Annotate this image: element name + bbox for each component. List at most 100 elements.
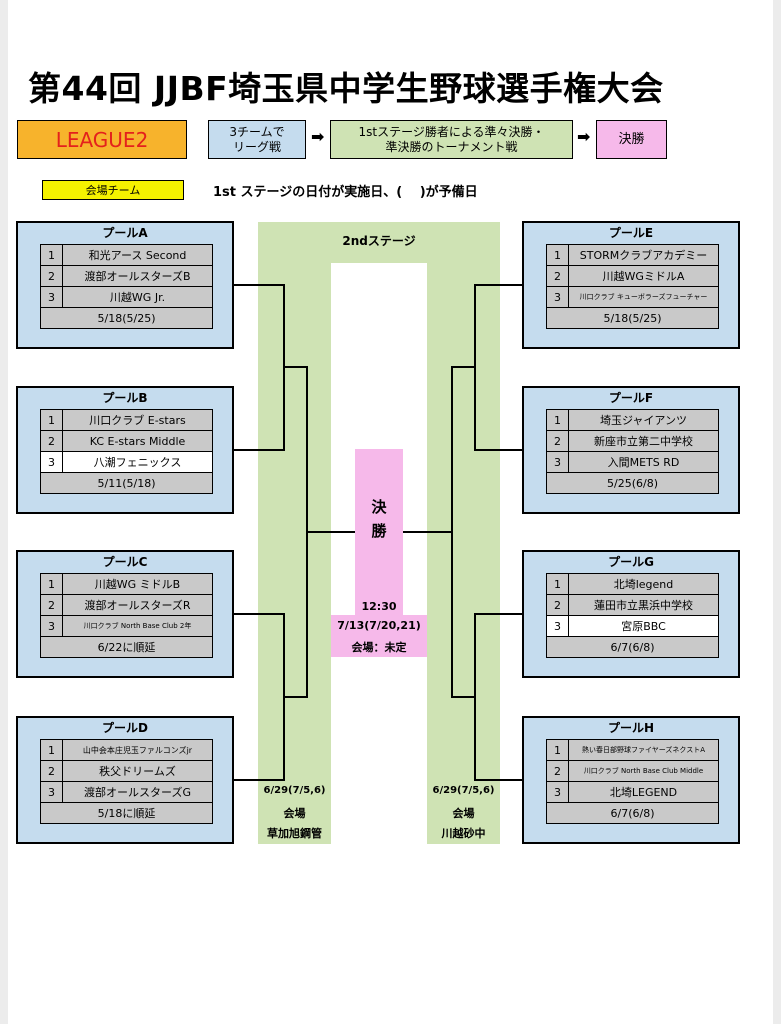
team-name: 川越WG Jr. — [109, 291, 166, 304]
pool-date: 5/18に順延 — [40, 802, 213, 824]
team-name: 渡部オールスターズB — [84, 270, 191, 283]
legend-league-stage: 3チームで リーグ戦 — [208, 120, 306, 159]
left-venue-place: 草加旭鋼管 — [267, 827, 322, 840]
bracket-line — [474, 284, 524, 286]
pool-date: 5/25(6/8) — [546, 472, 719, 494]
schedule-note: 1st ステージの日付が実施日、( )が予備日 — [213, 185, 478, 200]
team-name: 蓮田市立黒浜中学校 — [594, 599, 693, 612]
legend-final: 決勝 — [596, 120, 667, 159]
bracket-line — [283, 696, 307, 698]
bracket-line — [474, 613, 476, 781]
team-name: 川口クラブ キューボラーズフューチャー — [579, 293, 708, 301]
final-label: 決 勝 — [371, 498, 387, 540]
team-name: STORMクラブアカデミー — [579, 249, 708, 262]
team-name: 渡部オールスターズG — [84, 786, 191, 799]
final-box — [355, 449, 403, 615]
final-time: 12:30 — [361, 600, 397, 613]
venue-team-legend: 会場チーム — [42, 180, 184, 200]
left-edge — [0, 0, 8, 1024]
team-name: 川越WG ミドルB — [94, 578, 181, 591]
pool-title: プールG — [608, 555, 654, 569]
bracket-line — [451, 696, 475, 698]
bracket-line — [403, 531, 452, 533]
pool-date: 6/7(6/8) — [546, 636, 719, 658]
team-name: 北埼LEGEND — [609, 786, 678, 799]
right-edge — [773, 0, 781, 1024]
team-name: 北埼legend — [613, 578, 674, 591]
left-bracket-column — [258, 263, 331, 844]
arrow-icon: ➡ — [577, 127, 591, 146]
right-venue-place: 川越砂中 — [441, 827, 486, 840]
team-name: 川口クラブ E-stars — [89, 414, 186, 427]
pool-title: プールH — [607, 721, 655, 735]
pool-title: プールD — [102, 721, 148, 735]
pool-date: 5/11(5/18) — [40, 472, 213, 494]
team-name: 渡部オールスターズR — [84, 599, 191, 612]
pool-date: 6/7(6/8) — [546, 802, 719, 824]
right-bracket-column — [427, 263, 500, 844]
pool-title: プールC — [102, 555, 148, 569]
final-date: 7/13(7/20,21) — [337, 619, 421, 632]
bracket-line — [451, 366, 475, 368]
final-venue: 会場：未定 — [351, 641, 407, 654]
bracket-line — [474, 284, 476, 451]
final-info-box — [331, 615, 427, 657]
stage2-label: 2ndステージ — [342, 234, 416, 248]
pool-title: プールA — [102, 226, 148, 240]
pool-date: 5/18(5/25) — [40, 307, 213, 329]
legend-tournament-stage: 1stステージ勝者による準々決勝・ 準決勝のトーナメント戦 — [330, 120, 573, 159]
pool-title: プールE — [608, 226, 654, 240]
pool-date: 5/18(5/25) — [546, 307, 719, 329]
left-venue-label: 会場 — [283, 807, 306, 820]
stage2-header — [258, 222, 500, 263]
bracket-line — [474, 613, 524, 615]
pool-title: プールB — [102, 391, 148, 405]
team-name: KC E-stars Middle — [89, 434, 186, 448]
team-name: 宮原BBC — [621, 620, 666, 633]
team-name: 和光アース Second — [88, 249, 187, 262]
bracket-line — [474, 779, 524, 781]
left-venue-date: 6/29(7/5,6) — [263, 785, 326, 796]
team-name: 秩父ドリームズ — [99, 765, 176, 778]
bracket-line — [234, 449, 284, 451]
bracket-line — [474, 449, 524, 451]
bracket-line — [234, 613, 284, 615]
pool-date: 6/22に順延 — [40, 636, 213, 658]
team-name: 八潮フェニックス — [93, 456, 182, 469]
team-name: 川口クラブ North Base Club Middle — [583, 767, 704, 775]
team-name: 山中会本庄児玉ファルコンズjr — [82, 745, 193, 755]
team-name: 埼玉ジャイアンツ — [599, 414, 687, 427]
team-name: 新座市立第二中学校 — [594, 435, 693, 448]
right-venue-label: 会場 — [452, 807, 475, 820]
team-name: 熱い春日部野球ファイヤーズネクストA — [581, 746, 706, 754]
right-venue-date: 6/29(7/5,6) — [432, 785, 495, 796]
